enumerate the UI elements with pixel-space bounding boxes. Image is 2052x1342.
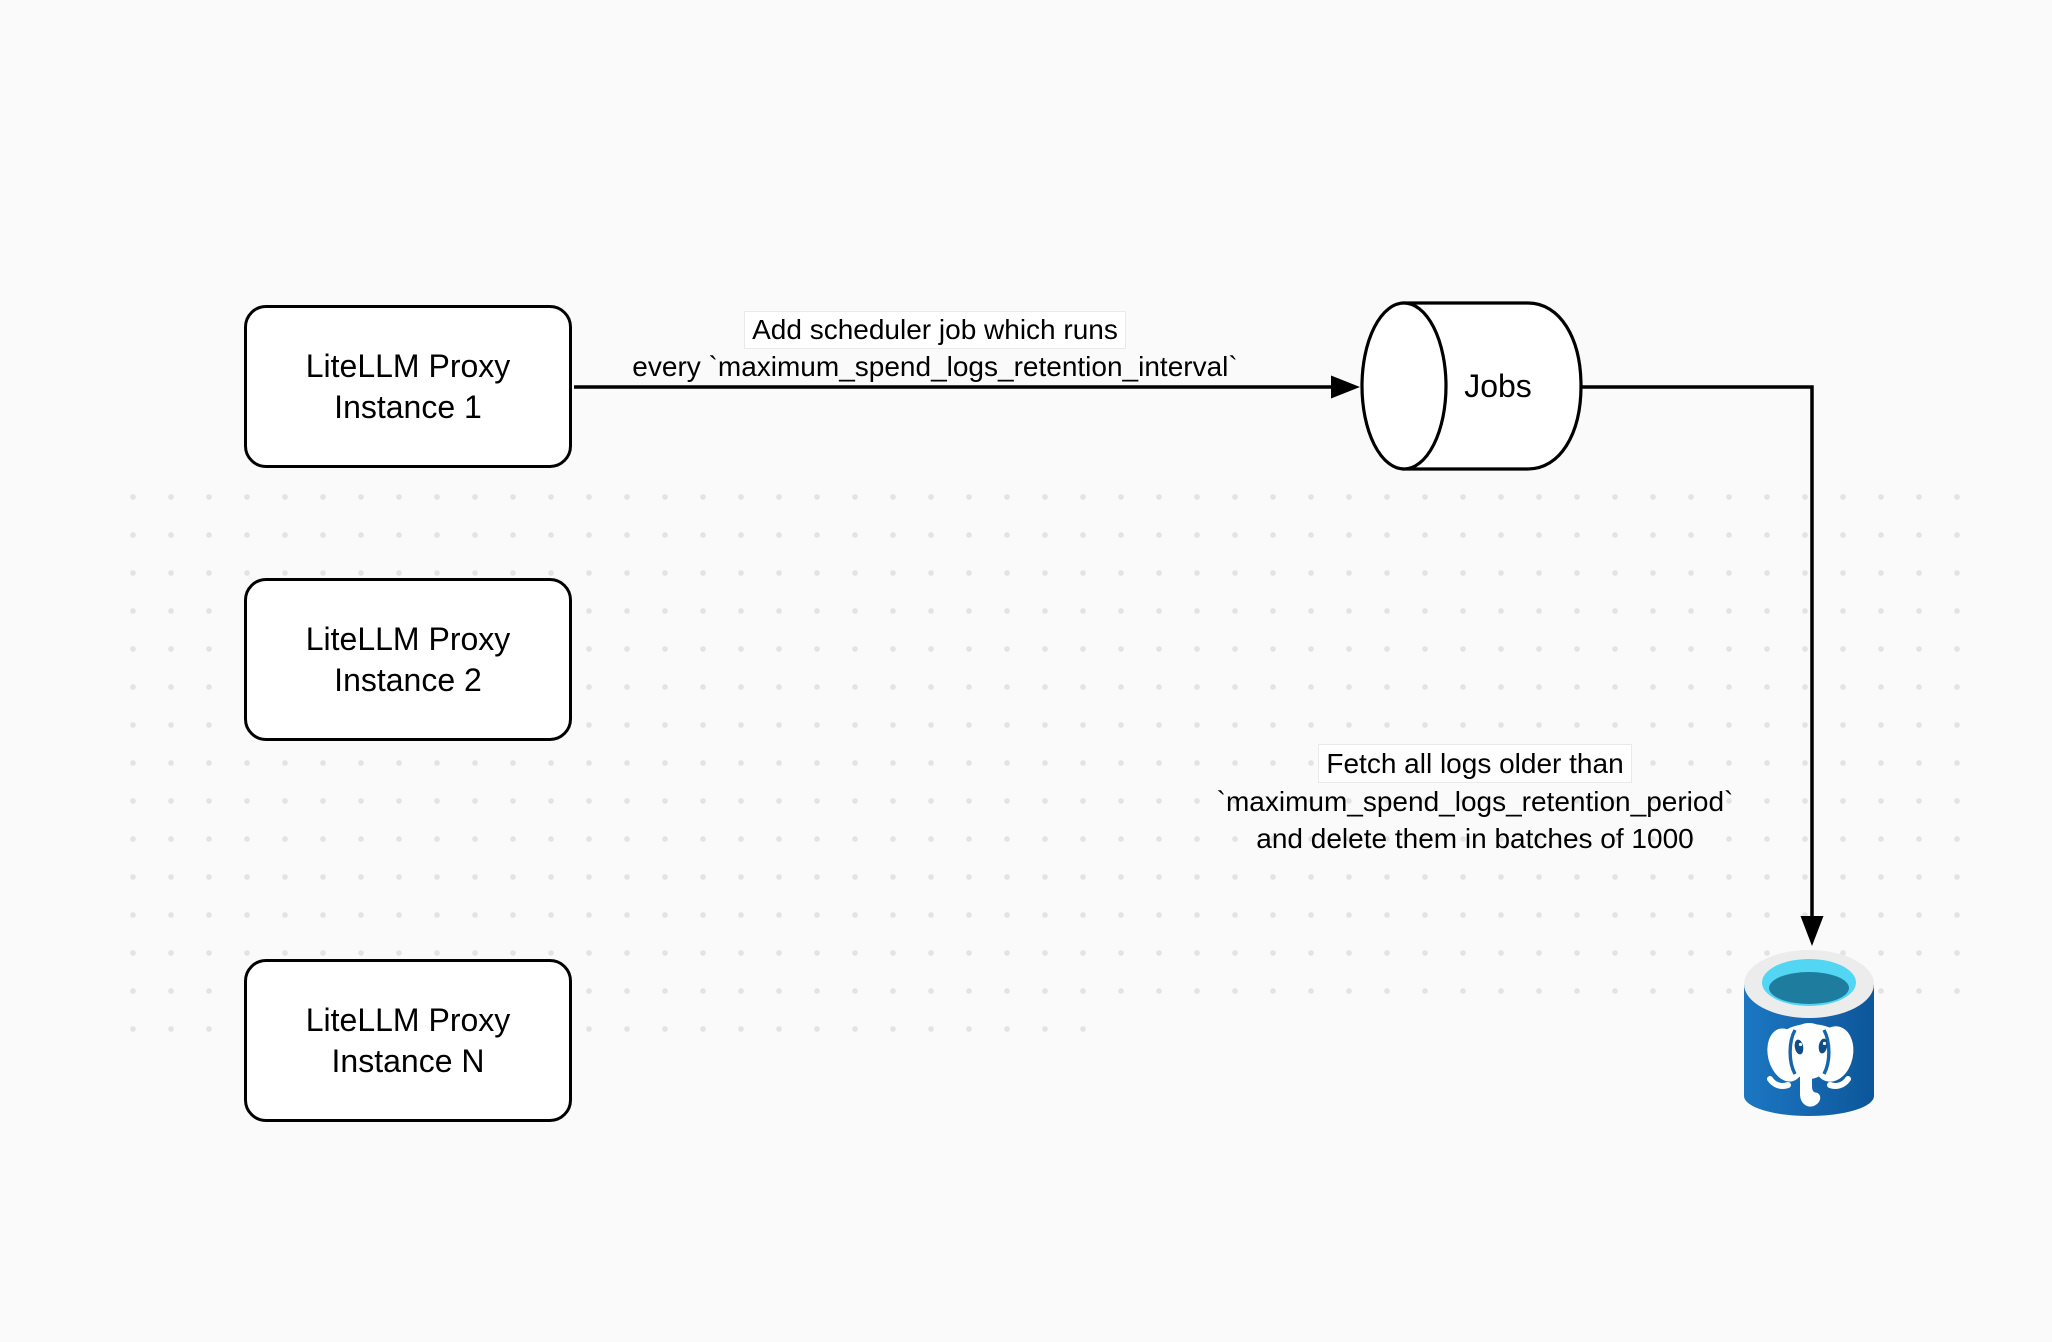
postgres-elephant-icon <box>1767 1023 1854 1107</box>
edge-label-add-scheduler: Add scheduler job which runs every `maxi… <box>535 311 1335 385</box>
edge-label-line: Fetch all logs older than <box>1318 744 1632 783</box>
node-litellm-proxy-instance-1: LiteLLM Proxy Instance 1 <box>244 305 572 468</box>
edge-label-line: every `maximum_spend_logs_retention_inte… <box>632 351 1238 382</box>
database-opening-teal <box>1769 972 1849 1004</box>
arrowhead-down-icon <box>1800 916 1824 946</box>
arrow-jobs-to-postgres <box>1581 385 1824 946</box>
node-label-line: LiteLLM Proxy <box>305 1001 511 1038</box>
dot-grid-background <box>114 478 1976 1010</box>
arrowhead-right-icon <box>1331 375 1360 399</box>
postgresql-database-icon <box>1744 950 1874 1116</box>
node-label-line: Instance 2 <box>334 661 482 698</box>
node-label-line: LiteLLM Proxy <box>305 347 511 384</box>
arrow-instance1-to-jobs <box>574 375 1360 399</box>
node-litellm-proxy-instance-2: LiteLLM Proxy Instance 2 <box>244 578 572 741</box>
node-label-line: LiteLLM Proxy <box>305 620 511 657</box>
node-label-line: Instance 1 <box>334 388 482 425</box>
edge-label-line: and delete them in batches of 1000 <box>1256 823 1694 854</box>
edge-label-line: Add scheduler job which runs <box>744 311 1126 349</box>
jobs-queue-label: Jobs <box>1464 367 1532 404</box>
node-litellm-proxy-instance-n: LiteLLM Proxy Instance N <box>244 959 572 1122</box>
edge-label-line: `maximum_spend_logs_retention_period` <box>1216 786 1734 817</box>
jobs-queue-cylinder <box>1360 301 1583 471</box>
node-label-line: Instance N <box>331 1042 485 1079</box>
edge-label-fetch-delete: Fetch all logs older than `maximum_spend… <box>1125 744 1825 857</box>
